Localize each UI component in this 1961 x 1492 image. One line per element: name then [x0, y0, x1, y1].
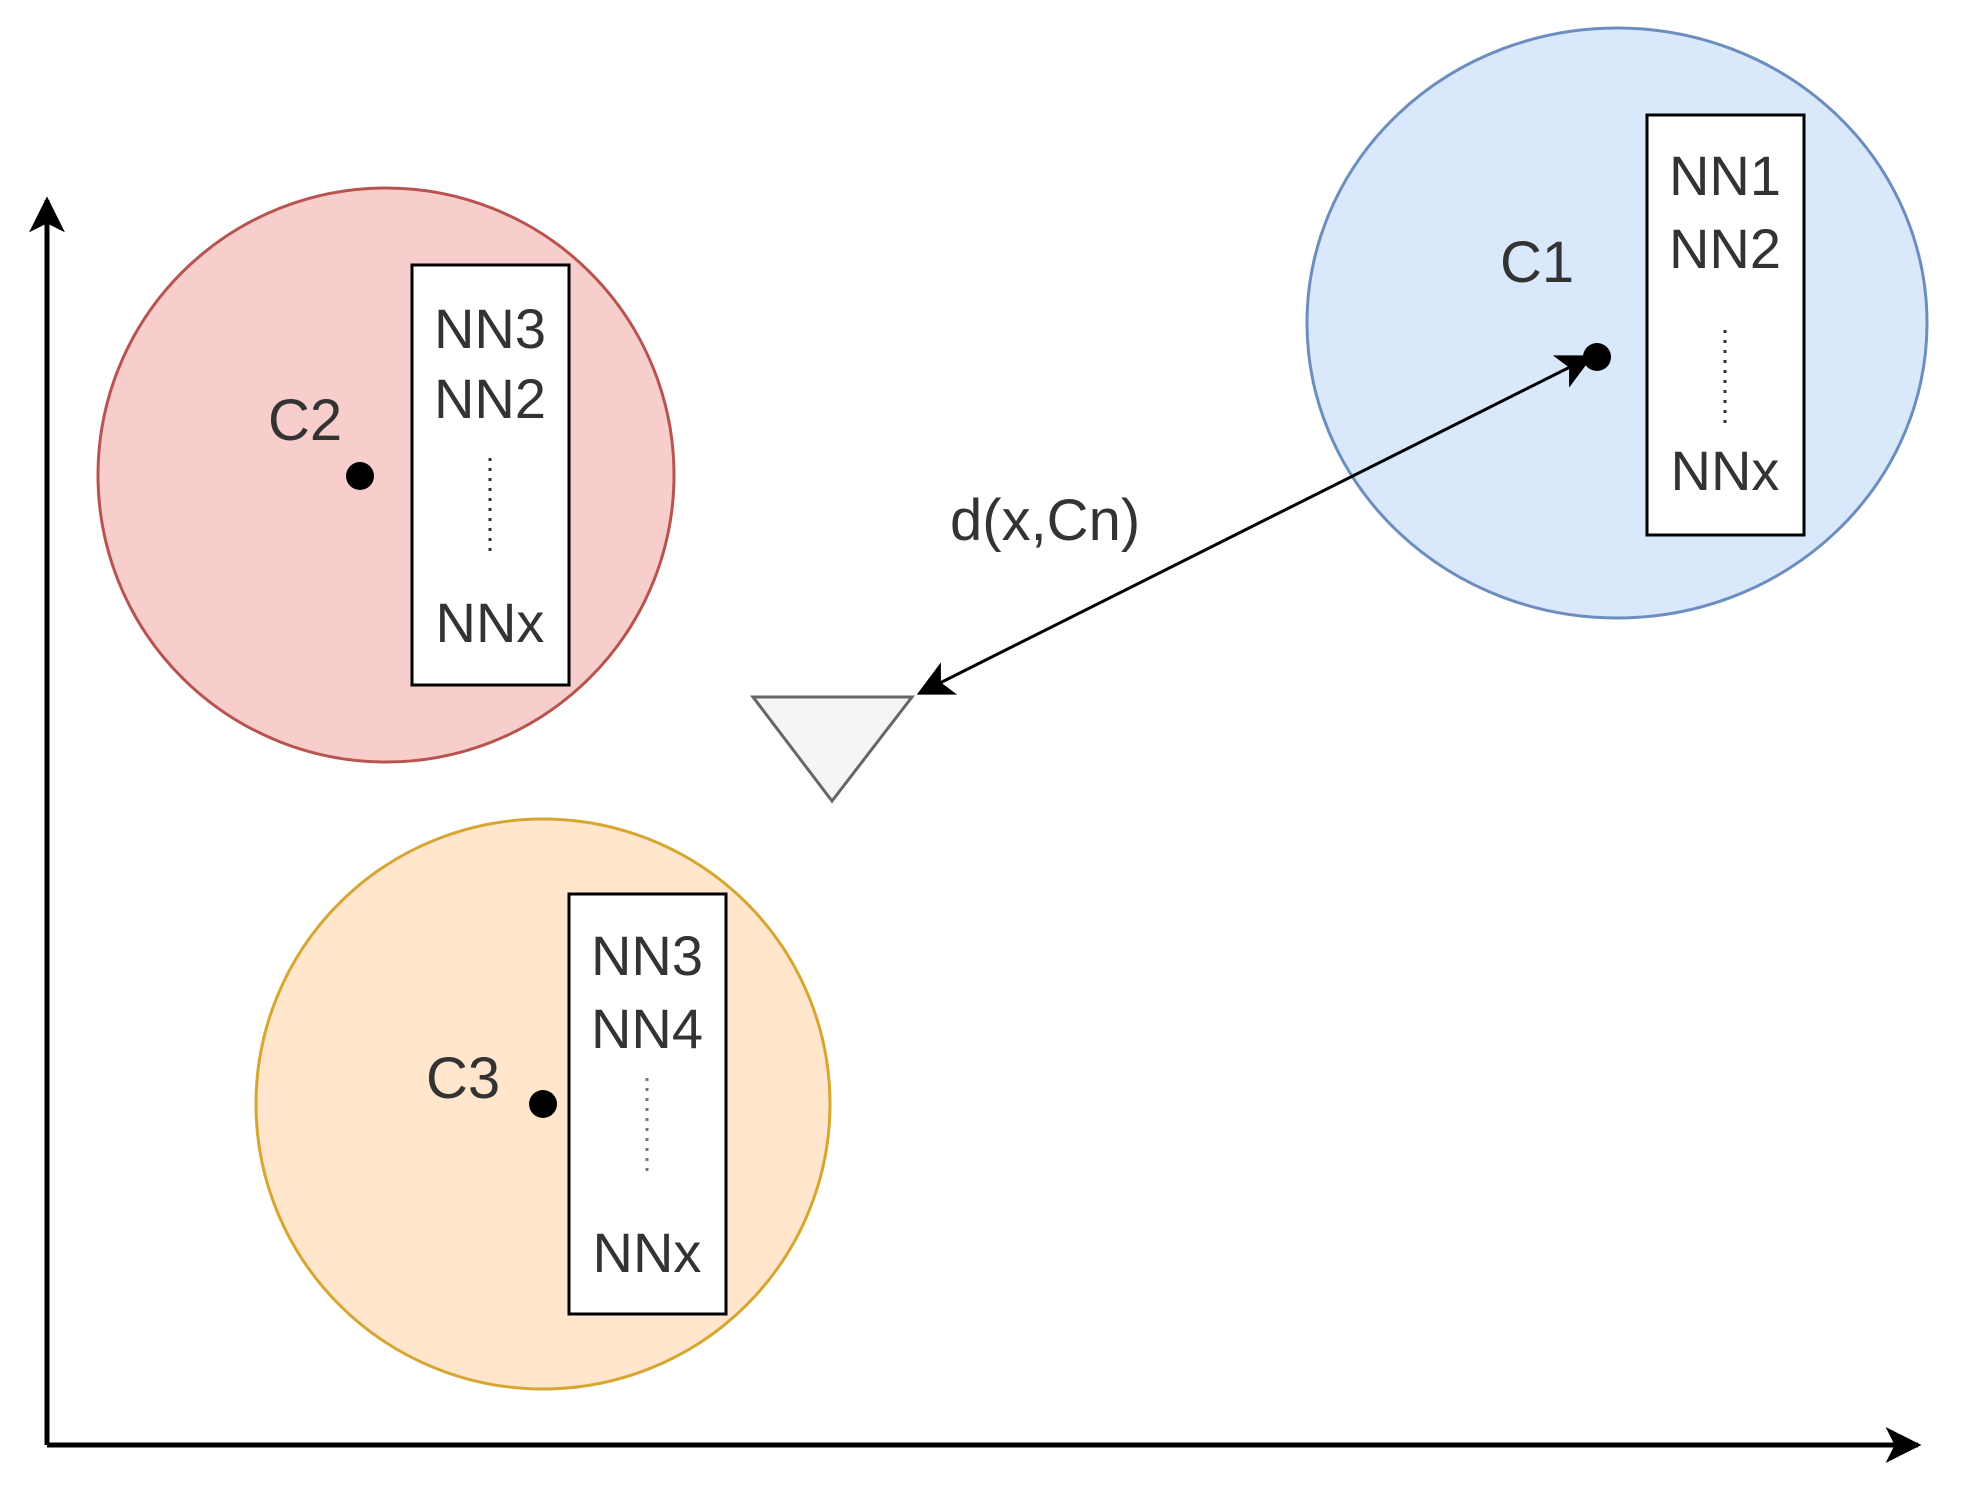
cluster-c3: C3 NN3 NN4 NNx [254, 817, 832, 1391]
cluster-c2-list-box [410, 263, 571, 687]
cluster-c2: C2 NN3 NN2 NNx [96, 186, 676, 764]
cluster-c2-label: C2 [268, 388, 342, 453]
cluster-c3-centroid [529, 1090, 557, 1118]
cluster-c2-item-2: NN2 [434, 367, 546, 430]
cluster-c1-item-1: NN1 [1669, 144, 1781, 207]
cluster-c2-centroid [346, 462, 374, 490]
triangle-down-icon [749, 695, 916, 804]
distance-label: d(x,Cn) [950, 488, 1140, 553]
cluster-c1-list-box [1645, 113, 1806, 537]
distance-arrow [916, 355, 1594, 695]
cluster-c3-item-3: NNx [593, 1221, 702, 1284]
cluster-c3-item-2: NN4 [591, 997, 703, 1060]
cluster-c3-list-box [567, 892, 728, 1316]
cluster-c3-label: C3 [426, 1046, 500, 1111]
cluster-c2-item-1: NN3 [434, 297, 546, 360]
cluster-c1-circle [1305, 26, 1929, 620]
cluster-c1-item-3: NNx [1671, 439, 1780, 502]
cluster-c1-item-2: NN2 [1669, 217, 1781, 280]
cluster-c2-item-3: NNx [436, 591, 545, 654]
cluster-c3-item-1: NN3 [591, 924, 703, 987]
cluster-c2-circle [96, 186, 676, 764]
cluster-c1-label: C1 [1500, 230, 1574, 295]
cluster-c1: C1 NN1 NN2 NNx [1305, 26, 1929, 620]
